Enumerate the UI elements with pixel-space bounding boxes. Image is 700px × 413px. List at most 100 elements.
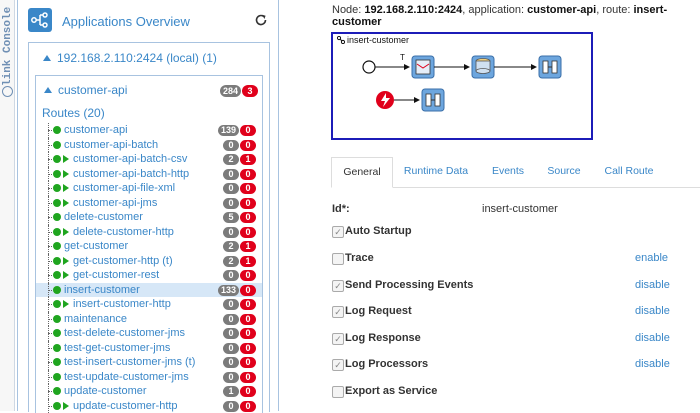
route-play-icon[interactable] [63, 300, 69, 308]
option-checkbox[interactable]: ✓ [332, 226, 344, 238]
route-item-label[interactable]: test-update-customer-jms [64, 371, 189, 383]
route-play-icon[interactable] [63, 155, 69, 163]
route-error-badge: 0 [240, 198, 256, 209]
collapse-node-icon[interactable] [43, 55, 51, 61]
tab-general[interactable]: General [331, 157, 393, 188]
route-diagram[interactable]: insert-customer T [331, 32, 593, 140]
route-play-icon[interactable] [63, 271, 69, 279]
node-title[interactable]: 192.168.2.110:2424 (local) (1) [43, 51, 217, 65]
option-checkbox[interactable]: ✓ [332, 359, 344, 371]
route-item-label[interactable]: test-delete-customer-jms [64, 327, 185, 339]
route-item-label[interactable]: delete-customer [64, 211, 143, 223]
tree-branch [48, 188, 52, 189]
route-error-badge: 0 [240, 125, 256, 136]
route-item-label[interactable]: get-customer-http (t) [73, 255, 173, 267]
refresh-icon[interactable] [254, 13, 268, 27]
option-toggle-link[interactable]: disable [635, 279, 670, 291]
option-checkbox[interactable] [332, 386, 344, 398]
route-count-badge: 0 [223, 401, 239, 412]
route-item-label[interactable]: customer-api-file-xml [73, 182, 175, 194]
tree-branch [48, 406, 52, 407]
route-item-label[interactable]: customer-api-jms [73, 197, 157, 209]
option-checkbox[interactable]: ✓ [332, 306, 344, 318]
option-toggle-link[interactable]: disable [635, 358, 670, 370]
option-toggle-link[interactable]: disable [635, 305, 670, 317]
tab-events[interactable]: Events [483, 157, 533, 186]
route-count-badge: 0 [223, 343, 239, 354]
route-status-icon [53, 387, 61, 395]
route-item-label[interactable]: get-customer-rest [73, 269, 159, 281]
route-play-icon[interactable] [63, 199, 69, 207]
route-play-icon[interactable] [63, 257, 69, 265]
application-error-badge: 3 [242, 85, 258, 97]
route-item-label[interactable]: get-customer [64, 240, 128, 252]
option-label: Auto Startup [345, 225, 412, 237]
tree-branch [48, 290, 52, 291]
route-status-icon [53, 286, 61, 294]
tab-runtime-data[interactable]: Runtime Data [397, 157, 475, 186]
option-label: Log Response [345, 332, 421, 344]
route-item-label[interactable]: customer-api [64, 124, 128, 136]
route-item-label[interactable]: test-insert-customer-jms (t) [64, 356, 195, 368]
collapse-application-icon[interactable] [44, 87, 52, 93]
application-label: , application: [462, 4, 527, 16]
route-error-badge: 0 [240, 285, 256, 296]
route-error-badge: 0 [240, 401, 256, 412]
route-play-icon[interactable] [63, 228, 69, 236]
option-toggle-link[interactable]: enable [635, 252, 668, 264]
route-item-label[interactable]: delete-customer-http [73, 226, 174, 238]
route-item-label[interactable]: maintenance [64, 313, 127, 325]
option-toggle-link[interactable]: disable [635, 332, 670, 344]
option-checkbox[interactable]: ✓ [332, 280, 344, 292]
route-play-icon[interactable] [63, 402, 69, 410]
route-item-label[interactable]: update-customer [64, 385, 147, 397]
route-breadcrumb: Node: 192.168.2.110:2424, application: c… [332, 4, 700, 28]
option-checkbox[interactable]: ✓ [332, 333, 344, 345]
route-item-label[interactable]: customer-api-batch [64, 139, 158, 151]
route-item-label[interactable]: insert-customer [64, 284, 140, 296]
hawtio-logo-icon [2, 86, 13, 97]
application-title[interactable]: customer-api [44, 83, 127, 97]
console-side-tab-label: link Console [2, 6, 14, 86]
tab-call-route[interactable]: Call Route [597, 157, 661, 186]
route-play-icon[interactable] [63, 184, 69, 192]
route-error-badge: 0 [240, 169, 256, 180]
route-status-icon [53, 126, 61, 134]
console-side-tab[interactable]: link Console [0, 0, 15, 411]
option-checkbox[interactable] [332, 253, 344, 265]
route-item-label[interactable]: update-customer-http [73, 400, 178, 412]
route-item-label[interactable]: customer-api-batch-http [73, 168, 189, 180]
route-item-label[interactable]: customer-api-batch-csv [73, 153, 187, 165]
route-item-label[interactable]: test-get-customer-jms [64, 342, 170, 354]
route-count-badge: 133 [218, 285, 239, 296]
option-row: ✓Auto Startup [332, 225, 672, 239]
tab-source[interactable]: Source [539, 157, 589, 186]
route-item-label[interactable]: insert-customer-http [73, 298, 171, 310]
route-play-icon[interactable] [63, 170, 69, 178]
